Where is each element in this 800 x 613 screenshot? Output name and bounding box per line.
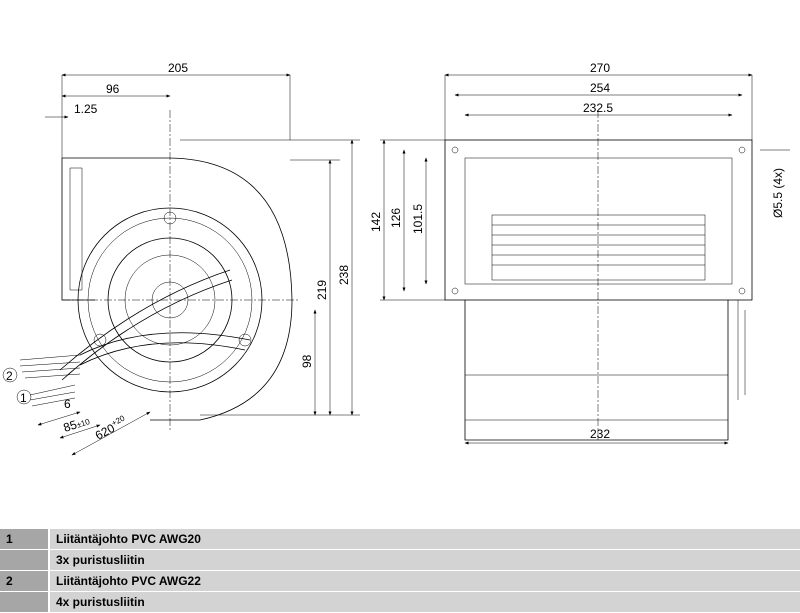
legend-text: 4x puristusliitin [48,592,800,613]
dim-270: 270 [590,61,610,75]
dim-126: 126 [389,208,403,228]
legend-text: 3x puristusliitin [48,550,800,571]
dim-6: 6 [64,397,71,411]
dim-232-5: 232.5 [583,101,613,115]
legend-num: 2 [0,571,48,592]
dim-holes: Ø5.5 (4x) [771,168,785,218]
callout-1: 1 [20,391,27,405]
dim-1-25: 1.25 [74,102,98,116]
dim-142: 142 [369,212,383,232]
legend-num: 1 [0,529,48,550]
callout-2: 2 [6,369,13,383]
dim-205: 205 [168,61,188,75]
dim-219: 219 [315,280,329,300]
front-view: 270 254 232.5 142 126 101.5 Ø5.5 (4x) 23… [369,61,790,445]
legend-text: Liitäntäjohto PVC AWG20 [48,529,800,550]
dim-620: 620+20 [92,413,129,442]
dim-96: 96 [106,82,120,96]
side-view: 2 1 205 96 1.25 219 238 98 6 85±10 620+2… [2,61,360,456]
technical-drawing: 2 1 205 96 1.25 219 238 98 6 85±10 620+2… [2,61,790,456]
legend-row: 4x puristusliitin [0,592,800,613]
legend-num [0,550,48,571]
dim-98: 98 [300,354,314,368]
dim-101-5: 101.5 [411,204,425,234]
legend-num [0,592,48,613]
dim-254: 254 [590,81,610,95]
dim-232: 232 [590,427,610,441]
dim-238: 238 [337,265,351,285]
legend-text: Liitäntäjohto PVC AWG22 [48,571,800,592]
legend-row: 3x puristusliitin [0,550,800,571]
